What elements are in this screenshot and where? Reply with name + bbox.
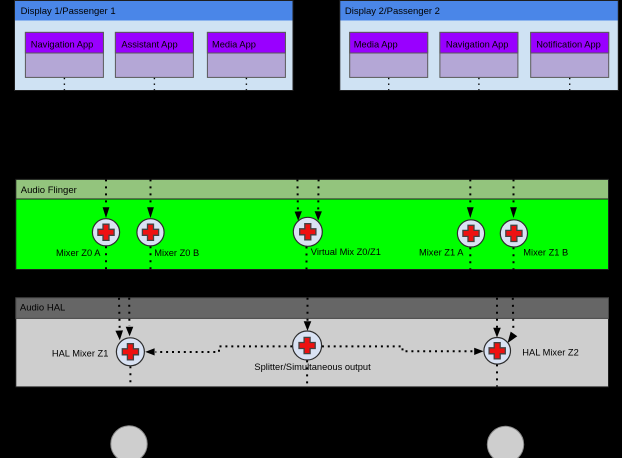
svg-text:Navigation App: Navigation App bbox=[31, 39, 94, 49]
svg-text:Mixer Z0 B: Mixer Z0 B bbox=[154, 248, 199, 258]
svg-text:Notification App: Notification App bbox=[536, 39, 601, 49]
svg-text:Mixer Z1 B: Mixer Z1 B bbox=[523, 248, 568, 258]
svg-text:HAL Mixer Z1: HAL Mixer Z1 bbox=[52, 348, 108, 358]
svg-text:Audio HAL: Audio HAL bbox=[20, 303, 65, 314]
svg-text:Media App: Media App bbox=[212, 39, 256, 49]
svg-text:Media App: Media App bbox=[354, 39, 398, 49]
svg-text:HAL Mixer Z2: HAL Mixer Z2 bbox=[522, 347, 578, 357]
svg-text:Navigation App: Navigation App bbox=[446, 39, 509, 49]
svg-text:Mixer Z1 A: Mixer Z1 A bbox=[419, 248, 464, 258]
svg-text:Mixer Z0 A: Mixer Z0 A bbox=[56, 248, 101, 258]
svg-text:Display 1/Passenger 1: Display 1/Passenger 1 bbox=[21, 6, 116, 17]
svg-text:Display 2/Passenger 2: Display 2/Passenger 2 bbox=[345, 6, 440, 17]
svg-text:Virtual Mix Z0/Z1: Virtual Mix Z0/Z1 bbox=[311, 247, 381, 257]
svg-text:Splitter/Simultaneous output: Splitter/Simultaneous output bbox=[254, 362, 371, 372]
svg-text:Audio Flinger: Audio Flinger bbox=[21, 185, 77, 196]
svg-text:Assistant App: Assistant App bbox=[121, 39, 177, 49]
